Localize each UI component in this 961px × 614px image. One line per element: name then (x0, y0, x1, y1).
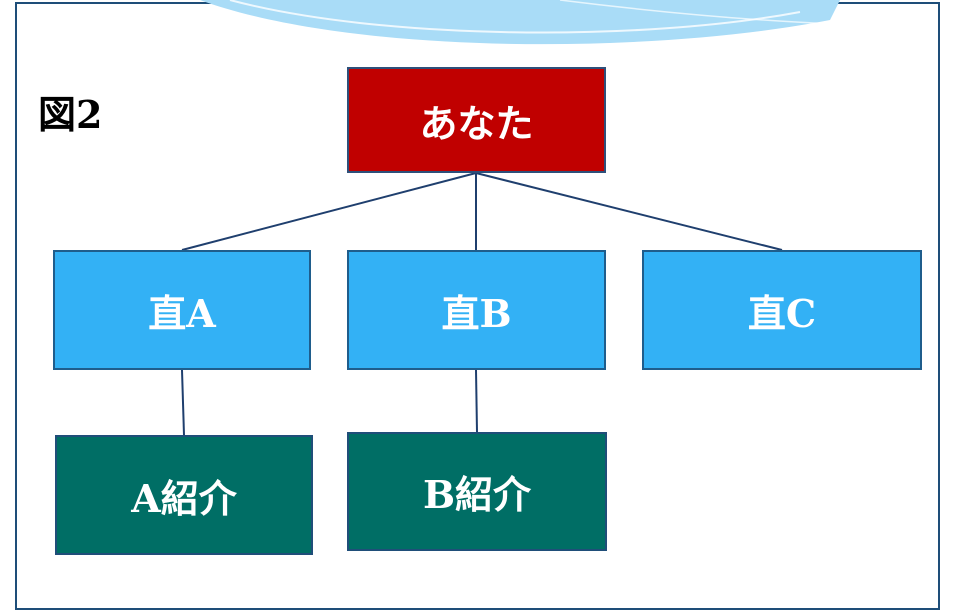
node-direct-c-label: 直C (747, 290, 817, 336)
node-direct-c: 直C (642, 250, 922, 370)
connector-a-referral (181, 369, 185, 436)
node-direct-a-label: 直A (148, 290, 216, 336)
connector-b-referral (475, 369, 478, 433)
node-you: あなた (347, 67, 606, 173)
node-direct-b-label: 直B (441, 290, 512, 336)
node-referral-a: A紹介 (55, 435, 313, 555)
connector-root-a (181, 172, 477, 251)
connector-root-c (475, 172, 783, 251)
node-direct-b: 直B (347, 250, 606, 370)
node-direct-a: 直A (53, 250, 311, 370)
node-referral-b-label: B紹介 (422, 472, 532, 517)
node-you-label: あなた (419, 100, 534, 146)
node-referral-b: B紹介 (347, 432, 607, 551)
node-referral-a-label: A紹介 (131, 475, 237, 521)
figure-label: 図2 (38, 92, 103, 137)
